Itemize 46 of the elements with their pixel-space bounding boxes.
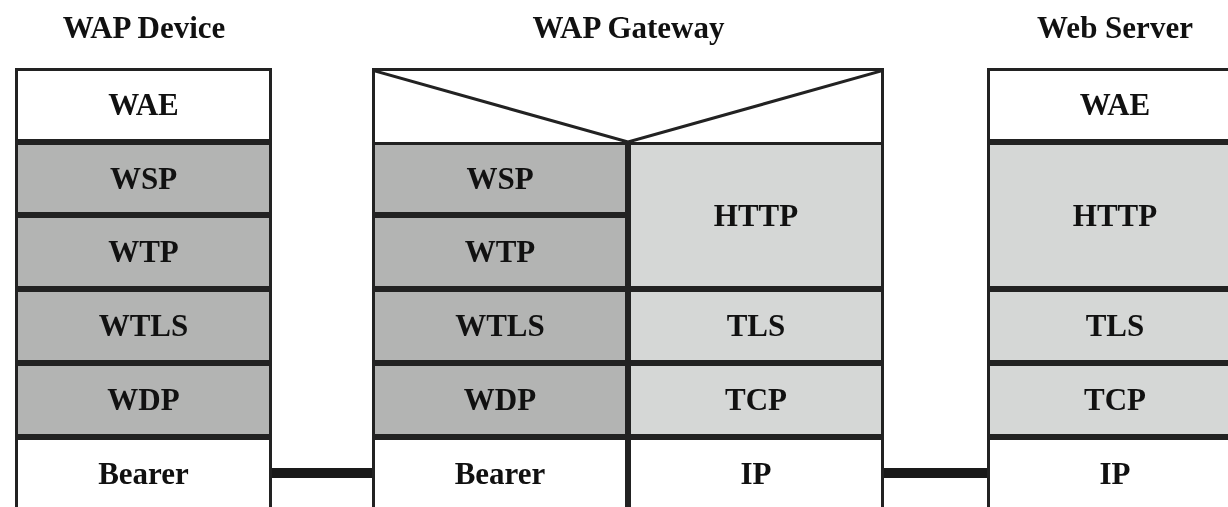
protocol-layer — [372, 363, 628, 437]
layer-label: HTTP — [713, 197, 799, 234]
layer-label: TLS — [1085, 308, 1145, 344]
layer-label: WAE — [108, 87, 179, 123]
protocol-layer — [15, 68, 272, 142]
protocol-layer — [987, 142, 1228, 289]
stack-heading: WAP Gateway — [531, 10, 726, 46]
protocol-layer — [372, 289, 628, 363]
protocol-layer — [628, 363, 884, 437]
layer-label: WTLS — [98, 308, 189, 344]
protocol-layer — [628, 142, 884, 289]
layer-label: WAE — [1079, 87, 1151, 123]
layer-label: WDP — [463, 382, 537, 418]
protocol-layer — [987, 437, 1228, 507]
stack-heading: WAP Device — [61, 10, 227, 46]
layer-label: Bearer — [98, 455, 189, 492]
protocol-layer — [15, 363, 272, 437]
layer-label: WTLS — [455, 308, 545, 344]
protocol-layer — [987, 363, 1228, 437]
protocol-layer — [15, 215, 272, 289]
layer-label: WSP — [466, 160, 534, 197]
layer-label: TCP — [725, 382, 787, 418]
link-line — [272, 468, 372, 478]
protocol-layer — [15, 289, 272, 363]
protocol-layer — [372, 437, 628, 507]
layer-label: IP — [1099, 455, 1131, 492]
layer-label: WTP — [464, 234, 536, 270]
layer-label: WSP — [109, 160, 178, 197]
stack-heading: Web Server — [1036, 10, 1194, 46]
layer-label: IP — [740, 455, 772, 492]
protocol-layer — [15, 142, 272, 215]
layer-label: HTTP — [1072, 197, 1158, 234]
protocol-layer — [15, 437, 272, 507]
protocol-layer — [372, 215, 628, 289]
protocol-layer — [628, 289, 884, 363]
protocol-layer — [628, 437, 884, 507]
layer-label: TLS — [726, 308, 786, 344]
layer-label: WTP — [108, 234, 179, 270]
protocol-layer — [987, 68, 1228, 142]
link-line — [884, 468, 987, 478]
layer-label: Bearer — [454, 455, 546, 492]
protocol-layer — [372, 142, 628, 215]
protocol-layer — [987, 289, 1228, 363]
empty-layer-box — [372, 68, 884, 145]
layer-label: TCP — [1084, 382, 1146, 418]
layer-label: WDP — [107, 382, 180, 418]
